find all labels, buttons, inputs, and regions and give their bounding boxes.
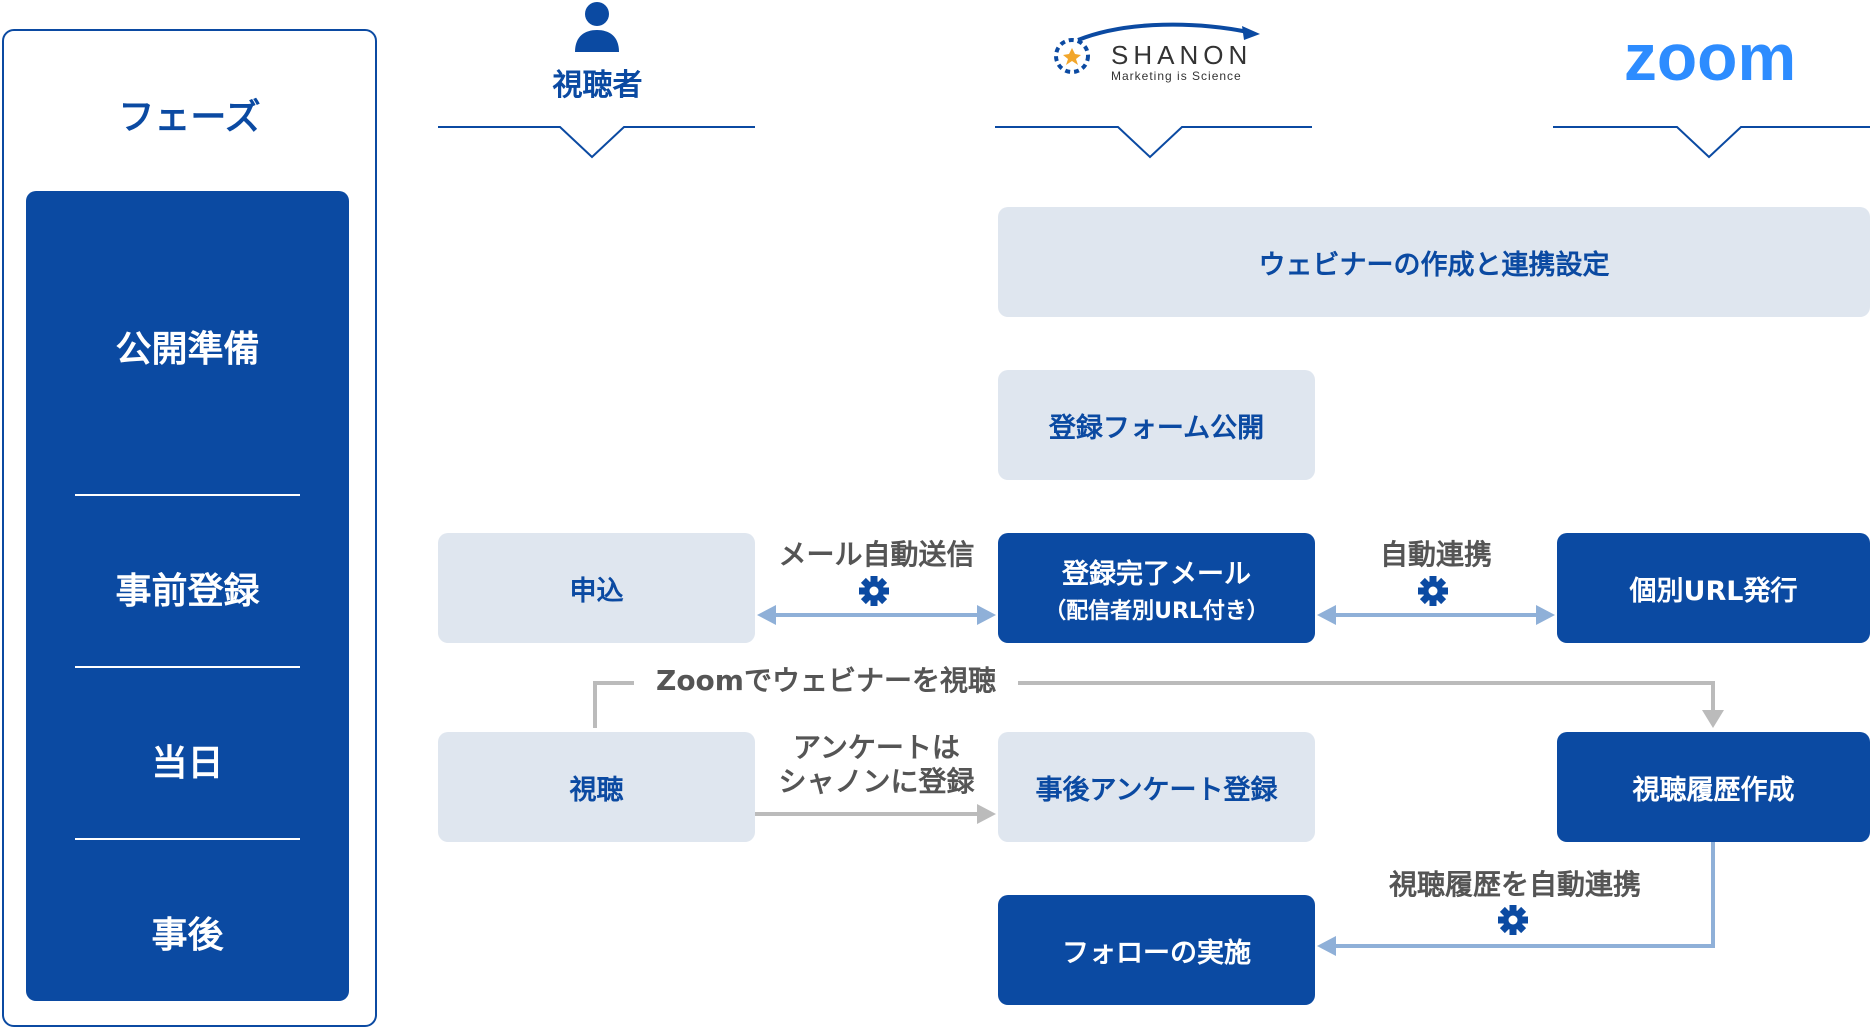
node-registration-complete-mail-label: 登録完了メール xyxy=(1062,558,1251,590)
node-registration-complete-mail: 登録完了メール （配信者別URL付き） xyxy=(998,533,1315,643)
edge-label-mail-auto-send: メール自動送信 xyxy=(778,538,975,571)
arrowhead xyxy=(977,804,996,824)
node-view-history-label: 視聴履歴作成 xyxy=(1632,774,1795,806)
node-follow-up-label: フォローの実施 xyxy=(1062,937,1251,969)
phase-panel-title: フェーズ xyxy=(118,97,261,138)
shanon-logo: SHANON Marketing is Science xyxy=(1048,18,1268,88)
phase-divider xyxy=(75,494,300,496)
node-apply-label: 申込 xyxy=(569,575,624,607)
node-form-publish: 登録フォーム公開 xyxy=(998,370,1315,480)
gear-icon xyxy=(859,576,889,606)
arrowhead xyxy=(757,605,776,625)
phase-label-prep: 公開準備 xyxy=(115,329,260,370)
column-divider-shanon xyxy=(995,126,1312,159)
edge-label-survey-line2: シャノンに登録 xyxy=(778,765,975,798)
phase-label-after: 事後 xyxy=(151,915,224,956)
node-post-survey: 事後アンケート登録 xyxy=(998,732,1315,842)
phase-label-day: 当日 xyxy=(151,743,224,784)
arrowhead xyxy=(977,605,996,625)
node-registration-complete-mail-sublabel: （配信者別URL付き） xyxy=(1044,598,1269,624)
node-webinar-setup-label: ウェビナーの作成と連携設定 xyxy=(1258,249,1610,281)
node-follow-up: フォローの実施 xyxy=(998,895,1315,1005)
arrow-zoom-view xyxy=(593,681,634,728)
column-divider-zoom xyxy=(1553,126,1870,159)
arrowhead xyxy=(1317,605,1336,625)
arrow-history-auto-link xyxy=(1334,842,1715,948)
node-form-publish-label: 登録フォーム公開 xyxy=(1048,412,1265,444)
gear-icon xyxy=(1418,576,1448,606)
column-title-viewer: 視聴者 xyxy=(552,68,643,103)
phase-divider xyxy=(75,838,300,840)
edge-label-history-auto-link: 視聴履歴を自動連携 xyxy=(1388,868,1641,901)
gear-icon xyxy=(1498,905,1528,935)
node-individual-url-label: 個別URL発行 xyxy=(1629,575,1798,607)
node-view-label: 視聴 xyxy=(569,774,624,806)
arrowhead xyxy=(1317,936,1336,956)
arrowhead xyxy=(1536,605,1555,625)
zoom-logo: zoom xyxy=(1610,20,1810,94)
node-apply: 申込 xyxy=(438,533,755,643)
node-webinar-setup: ウェビナーの作成と連携設定 xyxy=(998,207,1870,317)
person-icon xyxy=(573,0,621,54)
node-view: 視聴 xyxy=(438,732,755,842)
phase-divider xyxy=(75,666,300,668)
column-divider-viewer xyxy=(438,126,755,159)
edge-label-zoom-view: Zoomでウェビナーを視聴 xyxy=(656,664,996,697)
node-individual-url: 個別URL発行 xyxy=(1557,533,1870,643)
edge-label-auto-link: 自動連携 xyxy=(1379,538,1492,571)
edge-label-survey-line1: アンケートは xyxy=(793,731,960,764)
shanon-logo-tagline: Marketing is Science xyxy=(1111,69,1242,83)
arrow-zoom-view xyxy=(1018,681,1715,712)
node-post-survey-label: 事後アンケート登録 xyxy=(1035,774,1278,806)
shanon-logo-text: SHANON xyxy=(1111,40,1252,70)
phase-column xyxy=(26,191,349,1001)
zoom-logo-text: zoom xyxy=(1624,22,1796,92)
arrowhead xyxy=(1702,710,1724,728)
phase-label-preregistration: 事前登録 xyxy=(115,571,260,612)
node-view-history: 視聴履歴作成 xyxy=(1557,732,1870,842)
